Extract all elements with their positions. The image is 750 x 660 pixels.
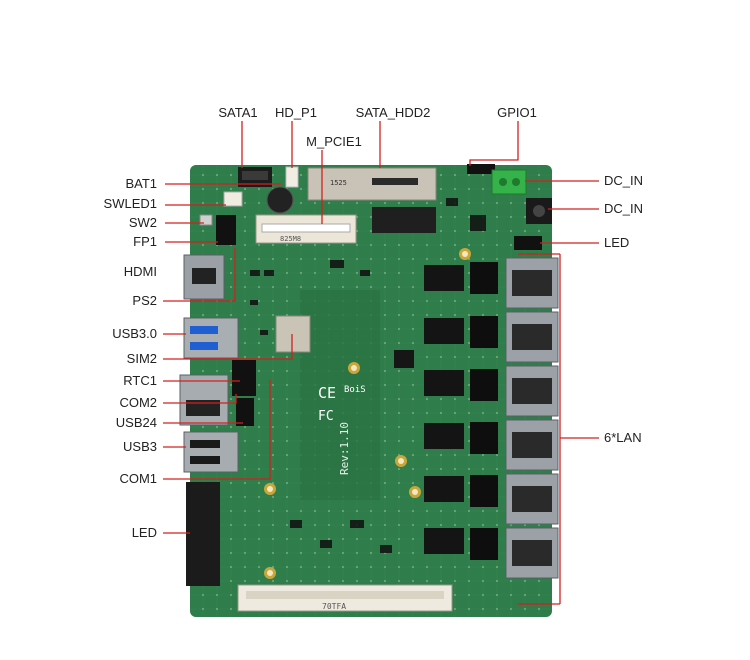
magnetics-chip	[470, 422, 498, 454]
label-rtc1: RTC1	[123, 373, 157, 388]
label-usb3: USB3	[123, 439, 157, 454]
rev-text: Rev:1.10	[338, 422, 351, 475]
lan-controller-chip	[424, 318, 464, 344]
sata-code-text: 1525	[330, 179, 347, 187]
label-sim2: SIM2	[126, 351, 157, 366]
battery-bat1	[266, 186, 294, 214]
sim2-slot	[275, 315, 311, 353]
lan-controller-chip	[424, 370, 464, 396]
gpio1-header	[467, 164, 495, 174]
label-ps2: PS2	[132, 293, 157, 308]
rtc1-header	[232, 360, 256, 396]
label-led-right: LED	[604, 235, 630, 250]
led-left-bank	[186, 482, 220, 586]
label-hdmi: HDMI	[123, 264, 157, 279]
label-dc-in-1: DC_IN	[604, 173, 644, 188]
magnetics-chip	[470, 316, 498, 348]
label-gpio1: GPIO1	[497, 105, 537, 120]
label-sata1: SATA1	[218, 105, 258, 120]
magnetics-chip	[470, 475, 498, 507]
magnetics-chip	[470, 369, 498, 401]
label-m-pcie1: M_PCIE1	[306, 134, 362, 149]
lan-controller-chip	[424, 265, 464, 291]
led-right-header	[514, 236, 542, 250]
usb24-header	[236, 398, 254, 426]
label-usb30: USB3.0	[112, 326, 157, 341]
bottom-code-text: 70TFA	[322, 602, 346, 611]
dc-in-terminal	[491, 169, 527, 195]
usb30-port	[183, 317, 239, 359]
ce-mark: CE	[318, 384, 336, 402]
label-com2: COM2	[119, 395, 157, 410]
label-com1: COM1	[119, 471, 157, 486]
label-usb24: USB24	[115, 415, 157, 430]
magnetics-chip	[470, 262, 498, 294]
fp1-header	[216, 215, 236, 245]
lan-controller-chip	[424, 476, 464, 502]
label-bat1: BAT1	[125, 176, 157, 191]
small-ic	[394, 350, 414, 368]
label-led-left: LED	[131, 525, 157, 540]
lan-controller-chip	[424, 423, 464, 449]
label-sw2: SW2	[128, 215, 157, 230]
m2-slot-black	[372, 207, 436, 233]
label-hd-p1: HD_P1	[275, 105, 317, 120]
sw2-switch	[199, 214, 213, 226]
swled1-connector	[223, 191, 243, 207]
brand-text: BoiS	[344, 385, 366, 395]
label-sata-hdd2: SATA_HDD2	[355, 105, 431, 120]
lan-controller-chip	[424, 528, 464, 554]
label-dc-in-2: DC_IN	[604, 201, 644, 216]
label-swled1: SWLED1	[103, 196, 157, 211]
top-code-text: 825M8	[280, 235, 301, 243]
magnetics-chip	[470, 528, 498, 560]
label-6-lan: 6*LAN	[604, 430, 642, 445]
usb3-port	[183, 431, 239, 473]
fc-mark: FC	[318, 409, 334, 424]
hd-p1-connector	[285, 166, 299, 188]
label-fp1: FP1	[133, 234, 157, 249]
leader-lines	[163, 121, 599, 605]
rj45-ports	[505, 257, 559, 579]
